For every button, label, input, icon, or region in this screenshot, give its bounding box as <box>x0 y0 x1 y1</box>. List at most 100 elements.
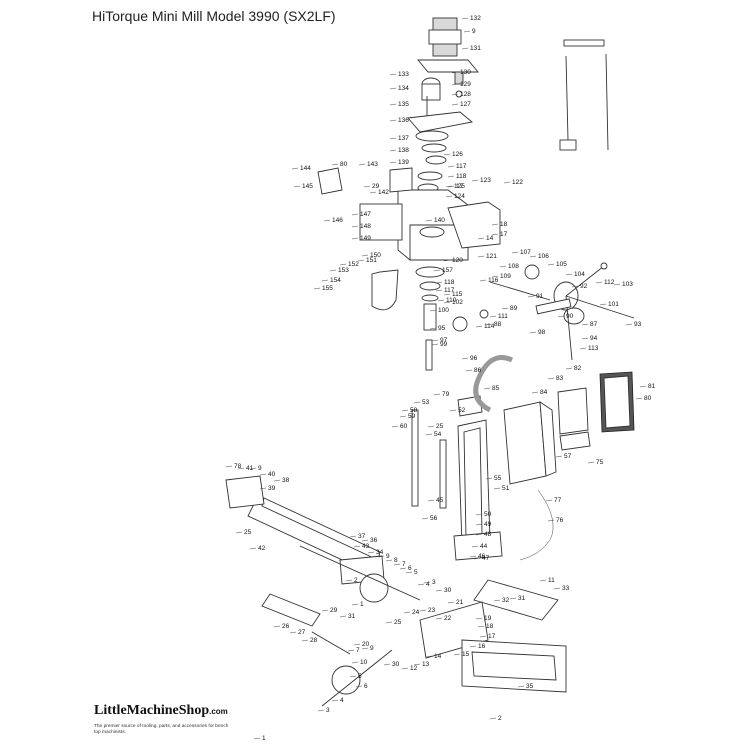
callout-leader <box>463 30 471 33</box>
callout-leader <box>557 315 565 318</box>
callout-label: 6 <box>408 565 412 572</box>
callout-label: 111 <box>498 313 508 320</box>
callout-label: 138 <box>398 147 409 154</box>
callout-label: 12 <box>410 665 418 672</box>
callout-leader <box>469 555 477 558</box>
callout-leader <box>469 645 477 648</box>
column-assembly <box>411 355 514 561</box>
callout-label: 151 <box>366 257 377 264</box>
callout-leader <box>493 599 501 602</box>
callout-leader <box>393 563 401 566</box>
callout-label: 27 <box>298 629 306 636</box>
callout-label: 130 <box>460 69 471 76</box>
callout-leader <box>345 579 353 582</box>
callout-label: 21 <box>456 599 464 606</box>
fine-feed-assembly <box>452 262 635 361</box>
callout-label: 39 <box>268 485 276 492</box>
callout-label: 84 <box>540 389 548 396</box>
callout-label: 110 <box>446 297 457 304</box>
callout-leader <box>453 653 461 656</box>
callout-label: 92 <box>580 283 588 290</box>
callout-label: 149 <box>360 235 371 242</box>
callout-label: 26 <box>282 623 290 630</box>
callout-leader <box>485 323 493 326</box>
callout-label: 117 <box>444 287 455 294</box>
callout-leader <box>321 609 329 612</box>
callout-label: 95 <box>438 325 446 332</box>
callout-leader <box>447 165 455 168</box>
callout-label: 57 <box>564 453 572 460</box>
callout-leader <box>291 167 299 170</box>
callout-leader <box>249 467 257 470</box>
callout-leader <box>447 185 455 188</box>
callout-leader <box>425 219 433 222</box>
callout-leader <box>347 649 355 652</box>
callout-leader <box>237 467 245 470</box>
callout-label: 34 <box>376 549 384 556</box>
callout-leader <box>547 263 555 266</box>
callout-label: 29 <box>330 607 338 614</box>
callout-label: 60 <box>400 423 408 430</box>
callout-leader <box>461 357 469 360</box>
callout-leader <box>565 367 573 370</box>
callout-label: 4 <box>340 697 344 704</box>
callout-label: 78 <box>234 463 242 470</box>
callout-leader <box>475 533 483 536</box>
callout-leader <box>451 71 459 74</box>
callout-leader <box>581 337 589 340</box>
callout-leader <box>443 259 451 262</box>
callout-leader <box>475 523 483 526</box>
callout-label: 45 <box>436 497 444 504</box>
callout-label: 97 <box>440 337 448 344</box>
callout-label: 103 <box>622 281 633 288</box>
callout-leader <box>317 709 325 712</box>
callout-leader <box>491 223 499 226</box>
callout-leader <box>509 597 517 600</box>
callout-leader <box>427 425 435 428</box>
callout-label: 47 <box>482 555 490 562</box>
callout-label: 145 <box>302 183 313 190</box>
callout-leader <box>391 425 399 428</box>
callout-label: 123 <box>480 177 491 184</box>
callout-leader <box>313 287 321 290</box>
callout-label: 153 <box>338 267 349 274</box>
callout-label: 139 <box>398 159 409 166</box>
callout-label: 116 <box>488 277 499 284</box>
callout-label: 148 <box>360 223 371 230</box>
callout-label: 49 <box>484 521 492 528</box>
callout-label: 3 <box>326 707 330 714</box>
callout-leader <box>613 283 621 286</box>
callout-leader <box>399 567 407 570</box>
callout-label: 118 <box>456 173 467 180</box>
callout-leader <box>437 299 445 302</box>
diagram-title: HiTorque Mini Mill Model 3990 (SX2LF) <box>92 8 336 24</box>
callout-label: 7 <box>402 561 406 568</box>
callout-leader <box>361 647 369 650</box>
callout-leader <box>405 571 413 574</box>
callout-label: 25 <box>244 529 252 536</box>
callout-leader <box>389 103 397 106</box>
callout-label: 126 <box>452 151 463 158</box>
callout-leader <box>363 185 371 188</box>
callout-label: 28 <box>310 637 318 644</box>
callout-leader <box>429 309 437 312</box>
callout-leader <box>389 73 397 76</box>
callout-leader <box>461 17 469 20</box>
callout-leader <box>531 391 539 394</box>
callout-leader <box>545 499 553 502</box>
callout-leader <box>339 263 347 266</box>
callout-leader <box>461 47 469 50</box>
callout-leader <box>351 603 359 606</box>
callout-leader <box>503 181 511 184</box>
callout-label: 48 <box>484 531 492 538</box>
callout-label: 81 <box>648 383 656 390</box>
callout-leader <box>385 621 393 624</box>
callout-label: 99 <box>440 341 448 348</box>
callout-label: 146 <box>332 217 343 224</box>
control-box <box>503 371 635 561</box>
callout-label: 88 <box>494 321 502 328</box>
callout-leader <box>491 275 499 278</box>
callout-leader <box>399 415 407 418</box>
callout-label: 19 <box>484 615 492 622</box>
